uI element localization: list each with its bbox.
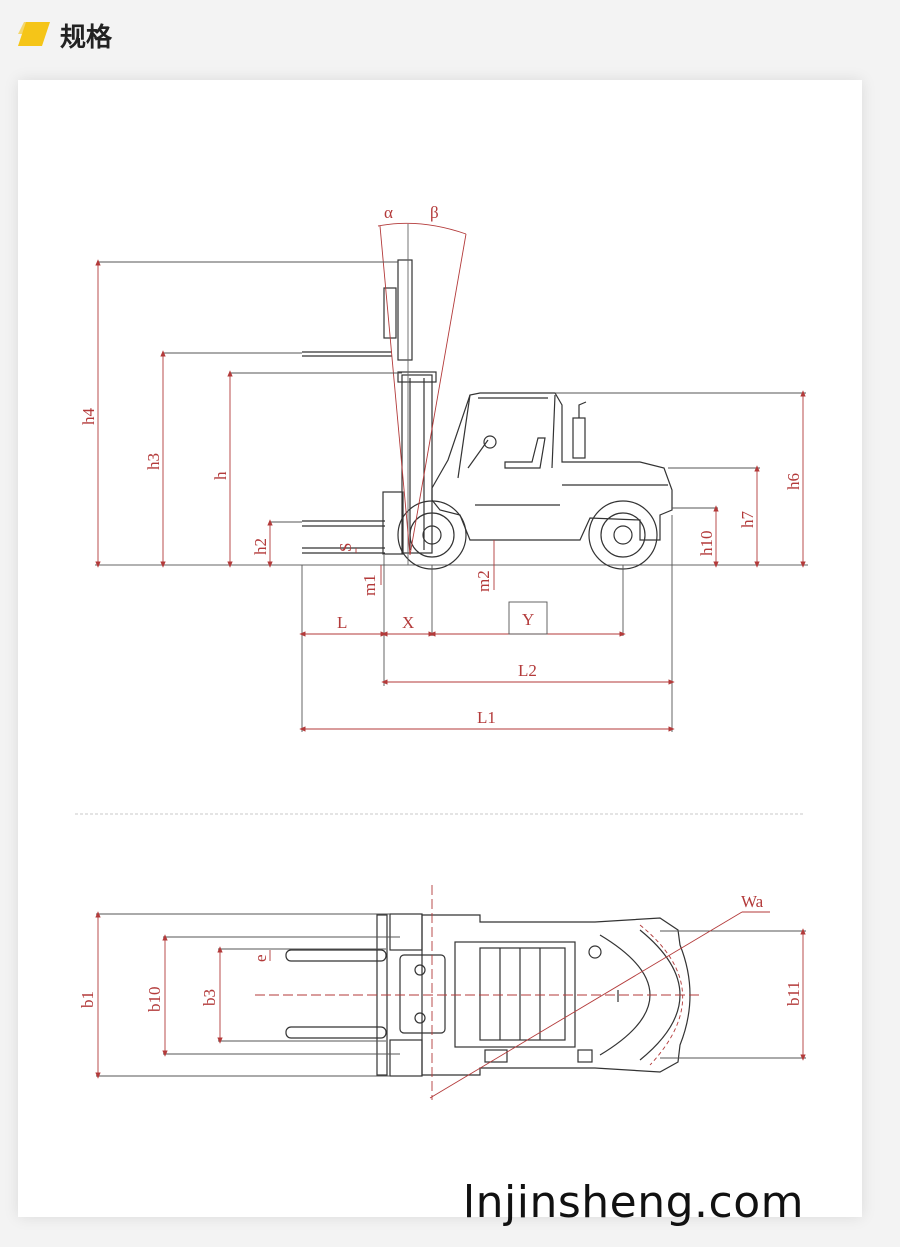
section-title: 规格 (60, 23, 113, 53)
header-accent-icon (18, 22, 50, 46)
b3-label: b3 (200, 989, 219, 1006)
l-label: L (337, 613, 347, 632)
h3-label: h3 (144, 453, 163, 470)
h7-label: h7 (738, 511, 757, 529)
beta-label: β (430, 203, 439, 222)
h2-label: h2 (251, 538, 270, 555)
watermark: lnjinsheng.com (462, 1177, 804, 1228)
b1-label: b1 (78, 991, 97, 1008)
l1-label: L1 (477, 708, 496, 727)
m2-label: m2 (474, 570, 493, 592)
m1-label: m1 (360, 574, 379, 596)
section-header: 规格 (0, 0, 900, 70)
y-label: Y (522, 610, 534, 629)
h4-label: h4 (79, 408, 98, 426)
e-label: e (251, 954, 270, 962)
top-view-dimensions (95, 885, 806, 1100)
l2-label: L2 (518, 661, 537, 680)
h10-label: h10 (697, 531, 716, 557)
side-view-dimensions (95, 222, 806, 732)
x-label: X (402, 613, 414, 632)
spec-drawing-card (18, 80, 862, 1217)
wa-label: Wa (741, 892, 764, 911)
side-view (95, 259, 808, 570)
h-label: h (211, 471, 230, 480)
s-label: S (336, 543, 355, 552)
h6-label: h6 (784, 473, 803, 490)
b10-label: b10 (145, 987, 164, 1013)
b11-label: b11 (784, 981, 803, 1006)
alpha-label: α (384, 203, 393, 222)
